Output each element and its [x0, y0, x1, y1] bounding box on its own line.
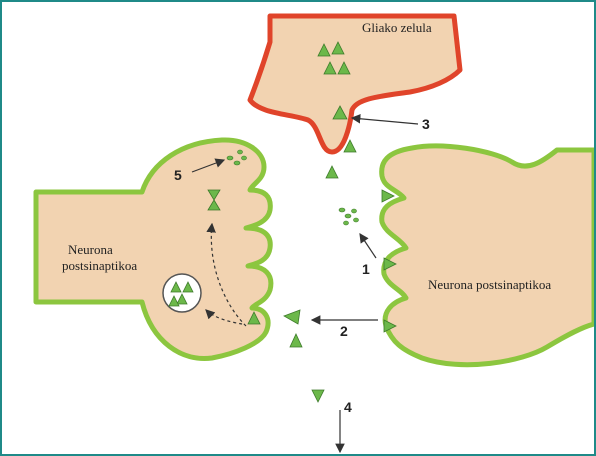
glial-cell-label: Gliako zelula [362, 20, 432, 35]
arrow-1 [360, 234, 376, 258]
fragment-cleft-4 [344, 221, 349, 225]
right-neuron [382, 146, 594, 365]
left-neuron-label-line1: Neurona [68, 242, 113, 257]
transmitter-diffusing [312, 390, 324, 402]
step-4-label: 4 [344, 399, 352, 415]
step-2-label: 2 [340, 323, 348, 339]
fragment-cleft-5 [354, 218, 359, 222]
fragment-left-1 [227, 156, 233, 160]
step-3-label: 3 [422, 116, 430, 132]
fragment-cleft-1 [339, 208, 345, 212]
transmitter-reuptake-2 [290, 334, 302, 347]
fragment-left-3 [242, 156, 247, 160]
transmitter-cleft-2 [326, 166, 338, 178]
fragment-left-4 [238, 150, 243, 154]
step-1-label: 1 [362, 261, 370, 277]
step-5-label: 5 [174, 167, 182, 183]
left-neuron-label-line2: postsinaptikoa [62, 258, 137, 273]
fragment-left-2 [234, 161, 240, 165]
transmitter-reuptake-1 [284, 310, 300, 324]
right-neuron-label: Neurona postsinaptikoa [428, 277, 551, 292]
fragment-cleft-2 [345, 214, 351, 218]
arrow-3 [352, 118, 418, 124]
fragment-cleft-3 [352, 209, 357, 213]
